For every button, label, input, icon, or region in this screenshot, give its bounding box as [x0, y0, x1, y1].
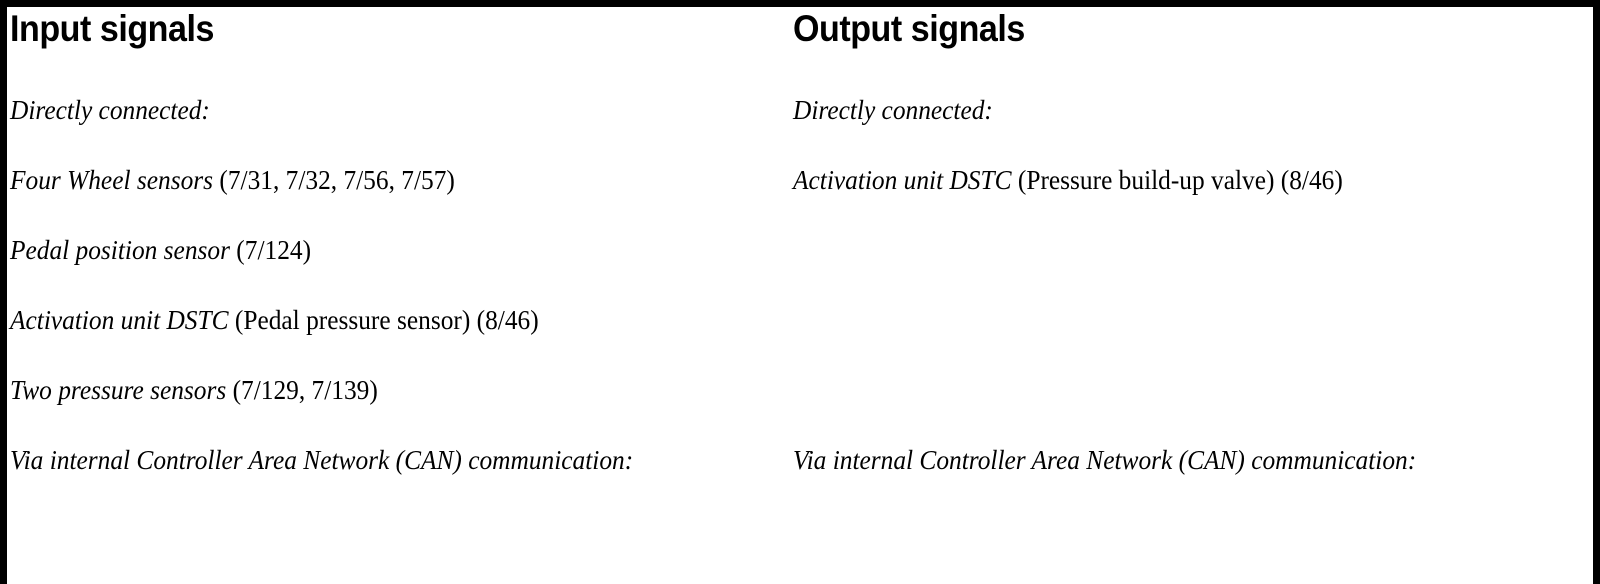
output-row-reference: (Pressure build-up valve) (8/46)	[1017, 165, 1343, 195]
column-output-signals: Output signals Directly connected: Activ…	[793, 0, 1583, 584]
output-row-label: Via internal Controller Area Network (CA…	[793, 445, 1417, 475]
input-row-label: Four Wheel sensors	[10, 165, 214, 195]
output-row-directly-connected: Directly connected:	[793, 94, 993, 126]
input-row-reference: (7/129, 7/139)	[232, 375, 378, 405]
input-row-label: Two pressure sensors	[10, 375, 227, 405]
output-row-label: Directly connected:	[793, 95, 993, 125]
output-row-activation-unit-dstc: Activation unit DSTC(Pressure build-up v…	[793, 164, 1343, 196]
input-row-four-wheel-sensors: Four Wheel sensors(7/31, 7/32, 7/56, 7/5…	[10, 164, 455, 196]
input-row-label: Activation unit DSTC	[10, 305, 229, 335]
input-row-label: Pedal position sensor	[10, 235, 230, 265]
table-border-right	[1593, 0, 1600, 584]
input-row-activation-unit-dstc: Activation unit DSTC(Pedal pressure sens…	[10, 304, 539, 336]
input-row-label: Via internal Controller Area Network (CA…	[10, 445, 634, 475]
input-row-reference: (Pedal pressure sensor) (8/46)	[234, 305, 539, 335]
output-signals-heading: Output signals	[793, 8, 1025, 49]
input-row-via-can-communication: Via internal Controller Area Network (CA…	[10, 444, 633, 476]
output-row-via-can-communication: Via internal Controller Area Network (CA…	[793, 444, 1416, 476]
input-signals-heading: Input signals	[10, 8, 214, 49]
column-input-signals: Input signals Directly connected: Four W…	[10, 0, 780, 584]
input-row-two-pressure-sensors: Two pressure sensors(7/129, 7/139)	[10, 374, 378, 406]
input-row-reference: (7/124)	[236, 235, 312, 265]
input-row-reference: (7/31, 7/32, 7/56, 7/57)	[219, 165, 455, 195]
output-row-label: Activation unit DSTC	[793, 165, 1012, 195]
table-border-top	[0, 0, 1600, 7]
input-row-pedal-position-sensor: Pedal position sensor(7/124)	[10, 234, 311, 266]
input-row-label: Directly connected:	[10, 95, 210, 125]
input-row-directly-connected: Directly connected:	[10, 94, 210, 126]
table-border-left	[0, 0, 7, 584]
